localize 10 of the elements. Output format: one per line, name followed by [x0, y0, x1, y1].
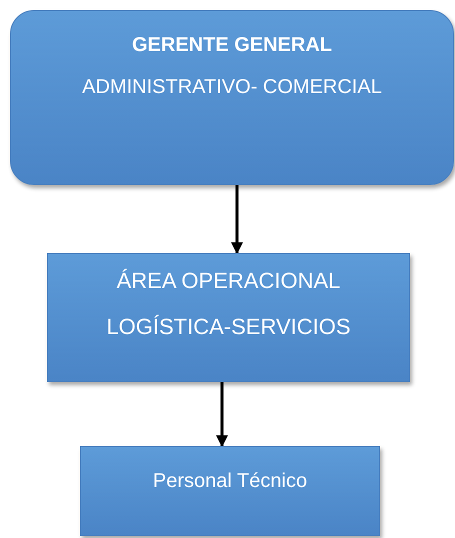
box-title: GERENTE GENERAL	[132, 33, 332, 57]
box-title: Personal Técnico	[152, 469, 308, 493]
process-box	[47, 253, 410, 382]
arrow	[216, 382, 228, 448]
box-subtitle: ADMINISTRATIVO- COMERCIAL	[82, 75, 382, 99]
process-box	[10, 10, 454, 185]
box-subtitle: LOGÍSTICA-SERVICIOS	[106, 314, 351, 340]
arrow	[231, 185, 243, 254]
box-title: ÁREA OPERACIONAL	[116, 268, 340, 294]
process-box	[80, 446, 380, 536]
